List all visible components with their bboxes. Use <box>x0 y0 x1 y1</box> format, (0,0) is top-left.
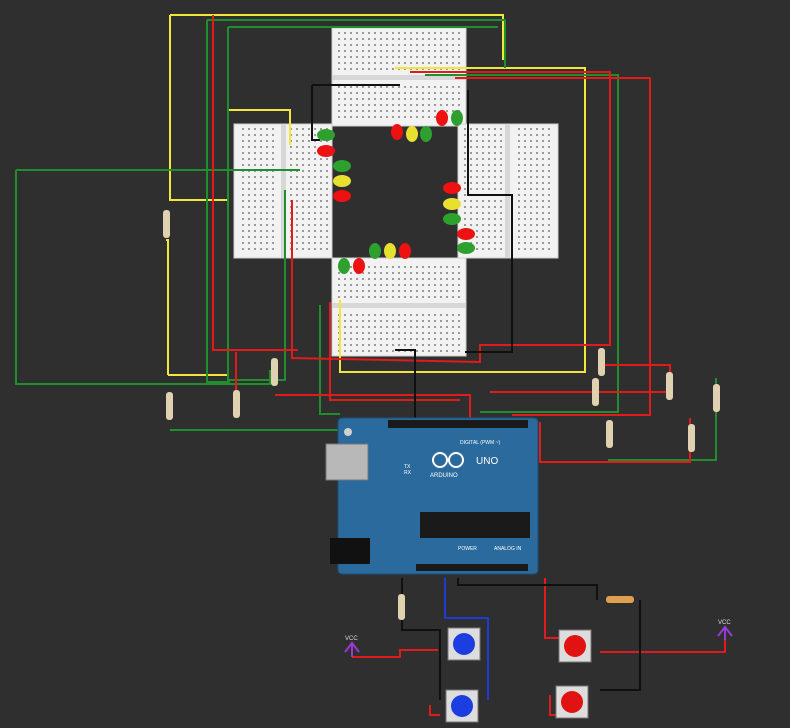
vcc-left: VCC <box>344 636 360 657</box>
arduino-brand: ARDUINO <box>430 473 458 479</box>
vcc-right: VCC <box>717 620 733 640</box>
led-icon <box>391 124 403 140</box>
analog-label: ANALOG IN <box>494 546 522 552</box>
led-icon <box>420 126 432 142</box>
led-icon <box>436 110 448 126</box>
led-icon <box>443 213 461 225</box>
led-icon <box>317 129 335 141</box>
resistors <box>163 210 720 620</box>
pushbutton-blue-bottom[interactable] <box>445 689 479 723</box>
led-icon <box>338 258 350 274</box>
led-icon <box>317 145 335 157</box>
led-icon <box>399 243 411 259</box>
led-group-right <box>443 182 475 254</box>
led-icon <box>406 126 418 142</box>
resistor-icon <box>271 358 278 386</box>
digital-label: DIGITAL (PWM ~) <box>460 440 500 446</box>
pushbutton-red-top[interactable] <box>558 629 592 663</box>
resistor-icon <box>233 390 240 418</box>
resistor-icon <box>592 378 599 406</box>
led-icon <box>457 228 475 240</box>
pushbutton-icon <box>564 635 586 657</box>
tx-label: TX <box>404 464 411 470</box>
arduino-uno-board[interactable]: UNO ARDUINO DIGITAL (PWM ~) POWER ANALOG… <box>325 417 539 575</box>
led-icon <box>384 243 396 259</box>
led-icon <box>451 110 463 126</box>
led-icon <box>457 242 475 254</box>
power-label: POWER <box>458 546 477 552</box>
led-icon <box>333 190 351 202</box>
resistor-icon <box>606 420 613 448</box>
led-group-bottom <box>338 243 411 274</box>
led-group-top <box>391 110 463 142</box>
led-icon <box>443 182 461 194</box>
breadboard-bottom[interactable] <box>331 257 467 357</box>
resistor-icon <box>606 596 634 603</box>
resistor-icon <box>398 594 405 620</box>
resistor-icon <box>666 372 673 400</box>
vcc-right-label: VCC <box>718 620 731 626</box>
resistor-icon <box>688 424 695 452</box>
breadboard-top[interactable] <box>331 27 467 127</box>
pushbutton-red-bottom[interactable] <box>555 685 589 719</box>
pushbutton-icon <box>561 691 583 713</box>
pushbutton-icon <box>451 695 473 717</box>
led-icon <box>369 243 381 259</box>
resistor-icon <box>713 384 720 412</box>
led-group-left <box>317 129 351 202</box>
pushbutton-blue-top[interactable] <box>447 627 481 661</box>
led-icon <box>443 198 461 210</box>
resistor-icon <box>598 348 605 376</box>
pushbutton-icon <box>453 633 475 655</box>
rx-label: RX <box>404 470 412 476</box>
led-icon <box>333 160 351 172</box>
led-icon <box>333 175 351 187</box>
led-icon <box>353 258 365 274</box>
breadboard-left[interactable] <box>233 123 333 259</box>
arduino-model: UNO <box>476 456 498 467</box>
vcc-left-label: VCC <box>345 636 358 642</box>
resistor-icon <box>163 210 170 238</box>
breadboard-right[interactable] <box>457 123 559 259</box>
wires <box>15 14 726 716</box>
resistor-icon <box>166 392 173 420</box>
